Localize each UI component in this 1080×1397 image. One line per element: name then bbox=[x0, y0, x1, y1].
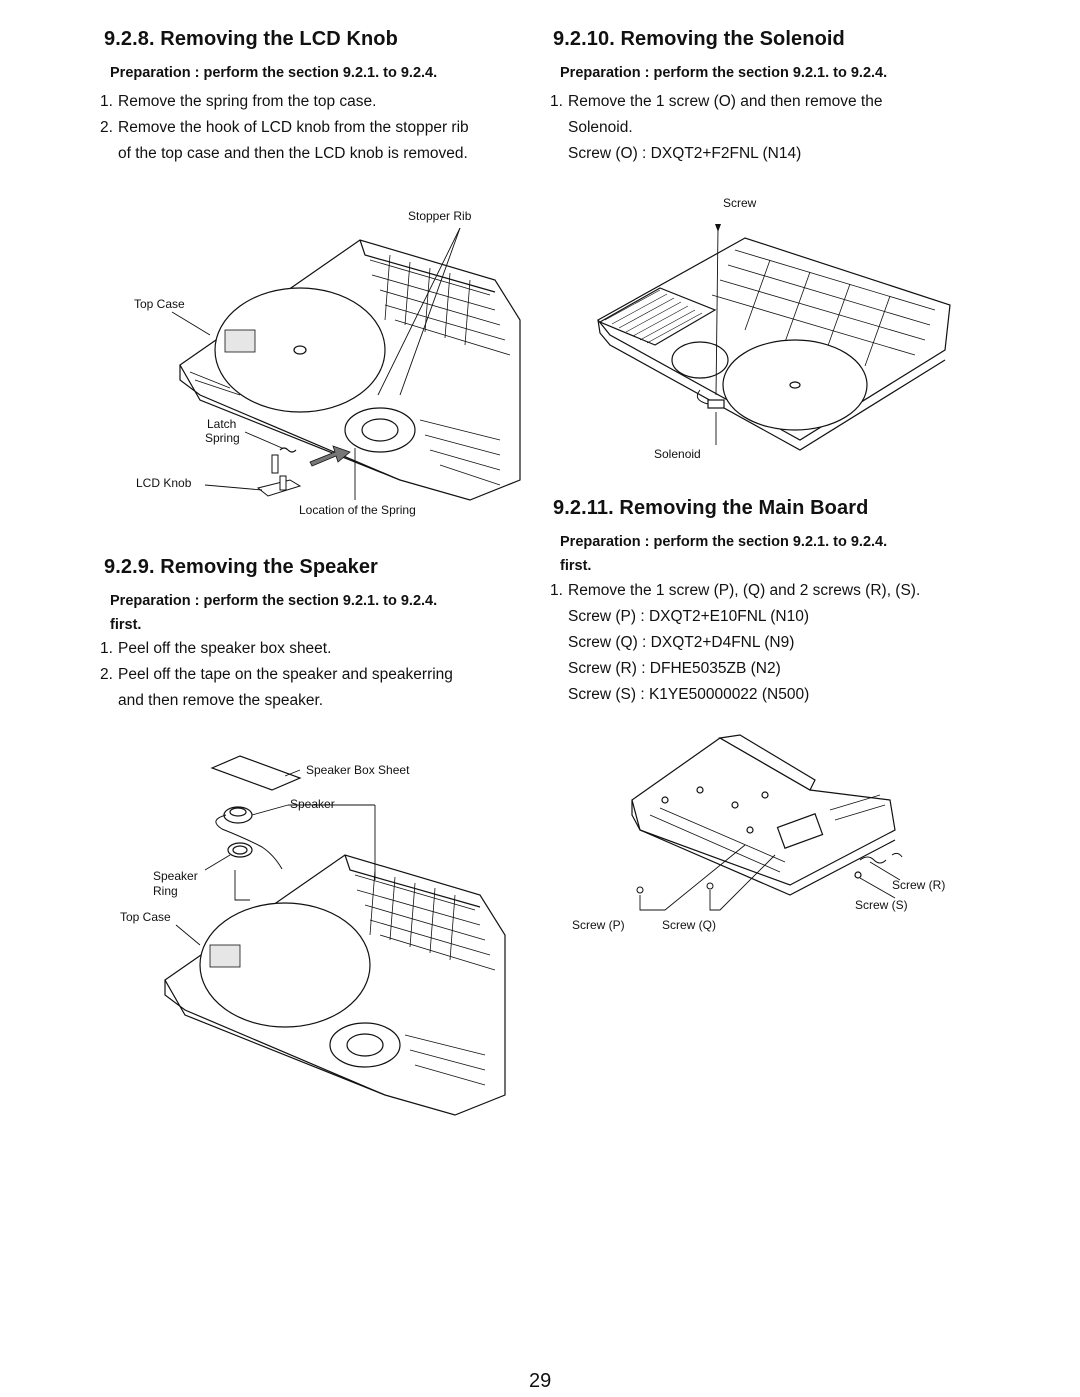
prep-main-board: Preparation : perform the section 9.2.1.… bbox=[560, 534, 888, 574]
step-1: 1.Peel off the speaker box sheet. bbox=[100, 640, 332, 657]
label-speaker-ring-1: Speaker bbox=[153, 869, 198, 883]
label-speaker-ring-2: Ring bbox=[153, 884, 178, 898]
speaker-figure bbox=[164, 755, 506, 1116]
step-1-cont: Solenoid. bbox=[568, 119, 633, 136]
lcd-knob-figure bbox=[171, 227, 521, 501]
label-latch: Latch bbox=[207, 417, 237, 431]
label-speaker-box-sheet: Speaker Box Sheet bbox=[306, 763, 410, 777]
steps-main-board: 1.Remove the 1 screw (P), (Q) and 2 scre… bbox=[550, 578, 980, 708]
step-2-cont: and then remove the speaker. bbox=[118, 692, 324, 709]
heading-lcd-knob: 9.2.8. Removing the LCD Knob bbox=[104, 28, 398, 50]
heading-solenoid: 9.2.10. Removing the Solenoid bbox=[553, 28, 845, 50]
step-1: 1.Remove the spring from the top case. bbox=[100, 93, 377, 110]
label-top-case: Top Case bbox=[134, 297, 185, 311]
screw-s-spec: Screw (S) : K1YE50000022 (N500) bbox=[568, 686, 810, 703]
prep-lcd-knob: Preparation : perform the section 9.2.1.… bbox=[110, 65, 438, 81]
section-speaker: 9.2.9. Removing the Speaker bbox=[104, 556, 378, 579]
heading-main-board: 9.2.11. Removing the Main Board bbox=[553, 497, 869, 519]
screw-p-spec: Screw (P) : DXQT2+E10FNL (N10) bbox=[568, 608, 810, 625]
label-screw-p: Screw (P) bbox=[572, 918, 625, 932]
prep-solenoid: Preparation : perform the section 9.2.1.… bbox=[560, 65, 888, 81]
heading-speaker: 9.2.9. Removing the Speaker bbox=[104, 556, 378, 578]
label-lcd-knob: LCD Knob bbox=[136, 476, 192, 490]
section-main-board: 9.2.11. Removing the Main Board bbox=[553, 497, 868, 520]
label-location-spring: Location of the Spring bbox=[299, 503, 416, 517]
label-screw-r: Screw (R) bbox=[892, 878, 946, 892]
section-solenoid: 9.2.10. Removing the Solenoid bbox=[553, 28, 845, 51]
label-top-case-2: Top Case bbox=[120, 910, 171, 924]
main-board-figure bbox=[631, 734, 903, 911]
label-speaker: Speaker bbox=[290, 797, 335, 811]
steps-solenoid: 1.Remove the 1 screw (O) and then remove… bbox=[550, 89, 980, 167]
step-1: 1.Remove the 1 screw (O) and then remove… bbox=[550, 93, 883, 110]
label-screw-q: Screw (Q) bbox=[662, 918, 716, 932]
section-lcd-knob: 9.2.8. Removing the LCD Knob bbox=[104, 28, 398, 51]
screw-q-spec: Screw (Q) : DXQT2+D4FNL (N9) bbox=[568, 634, 795, 651]
label-screw: Screw bbox=[723, 196, 757, 210]
prep-speaker: Preparation : perform the section 9.2.1.… bbox=[110, 593, 438, 633]
screw-o-spec: Screw (O) : DXQT2+F2FNL (N14) bbox=[568, 145, 802, 162]
steps-lcd-knob: 1.Remove the spring from the top case. 2… bbox=[100, 89, 530, 167]
step-2: 2.Remove the hook of LCD knob from the s… bbox=[100, 119, 469, 136]
label-solenoid: Solenoid bbox=[654, 447, 701, 461]
label-spring: Spring bbox=[205, 431, 240, 445]
steps-speaker: 1.Peel off the speaker box sheet. 2.Peel… bbox=[100, 636, 530, 714]
label-screw-s: Screw (S) bbox=[855, 898, 908, 912]
label-stopper-rib: Stopper Rib bbox=[408, 209, 472, 223]
solenoid-figure bbox=[597, 224, 951, 451]
step-2: 2.Peel off the tape on the speaker and s… bbox=[100, 666, 453, 683]
screw-r-spec: Screw (R) : DFHE5035ZB (N2) bbox=[568, 660, 781, 677]
step-1: 1.Remove the 1 screw (P), (Q) and 2 scre… bbox=[550, 582, 921, 599]
page-number: 29 bbox=[529, 1370, 552, 1392]
step-2-cont: of the top case and then the LCD knob is… bbox=[118, 145, 468, 162]
